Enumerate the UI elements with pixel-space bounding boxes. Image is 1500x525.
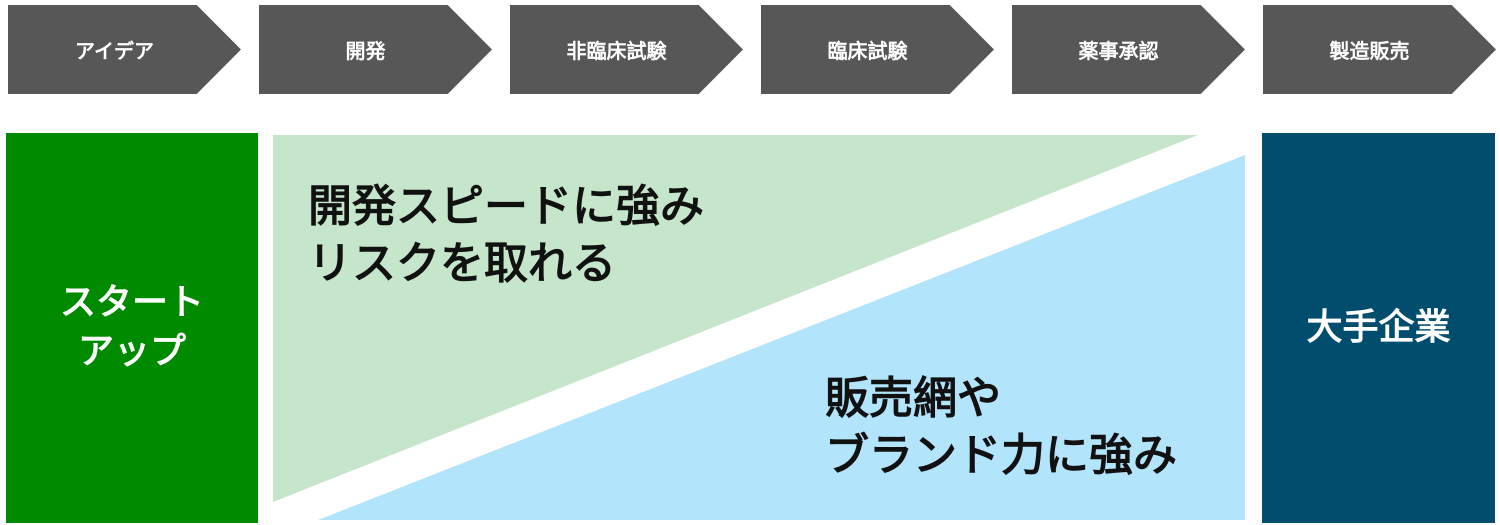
stage-approval: 薬事承認	[1012, 5, 1245, 94]
stage-clinical: 臨床試験	[761, 5, 994, 94]
startup-strength-line1: 開発スピードに強み	[308, 181, 704, 232]
startup-label-line1: スタート	[59, 282, 204, 324]
stage-manufacturing-sales: 製造販売	[1263, 5, 1496, 94]
enterprise-strength-triangle	[318, 155, 1245, 520]
startup-strength-text: 開発スピードに強み リスクを取れる	[308, 178, 704, 292]
stage-idea: アイデア	[8, 5, 241, 94]
stage-nonclinical: 非臨床試験	[510, 5, 743, 94]
enterprise-strength-text: 販売網や ブランド力に強み	[825, 370, 1177, 484]
startup-strength-line2: リスクを取れる	[308, 238, 616, 289]
startup-label-line2: アップ	[77, 331, 186, 372]
startup-box: スタート アップ	[6, 133, 258, 523]
stage-development: 開発	[259, 5, 492, 94]
enterprise-label: 大手企業	[1306, 306, 1451, 348]
enterprise-strength-line1: 販売網や	[825, 373, 1001, 424]
enterprise-strength-line2: ブランド力に強み	[825, 430, 1177, 481]
startup-strength-triangle	[273, 135, 1198, 502]
enterprise-box: 大手企業	[1262, 133, 1495, 523]
